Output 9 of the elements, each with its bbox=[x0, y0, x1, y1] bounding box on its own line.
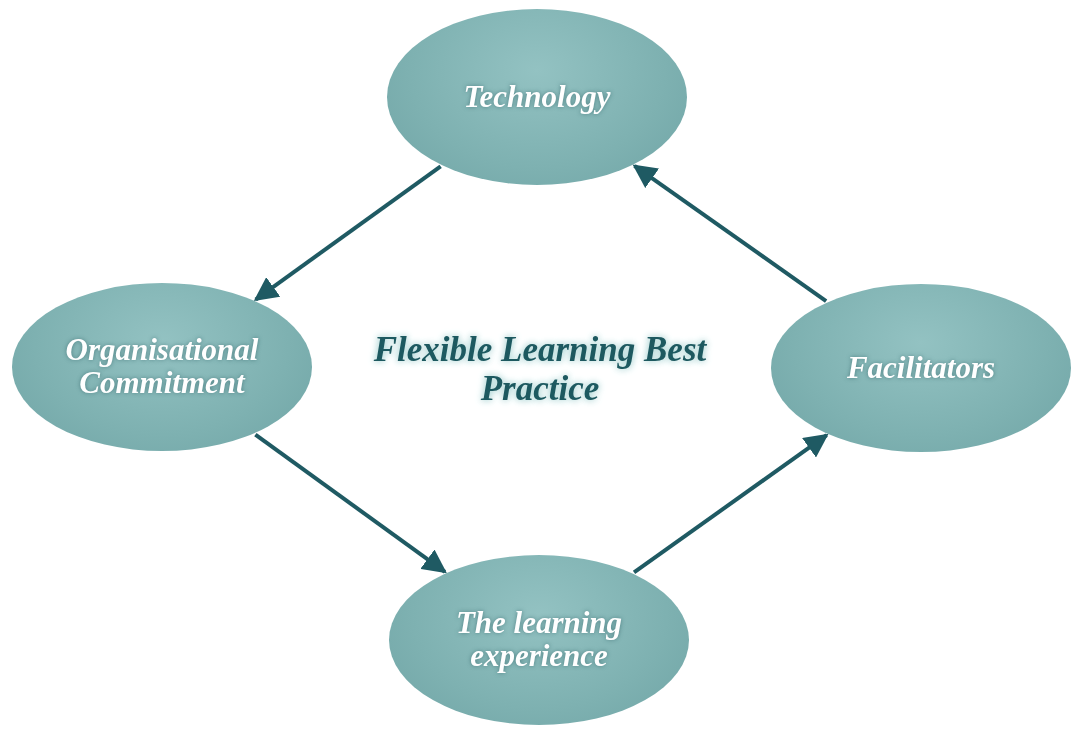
diagram-title: Flexible Learning Best Practice bbox=[372, 330, 708, 409]
node-label: Facilitators bbox=[845, 351, 997, 385]
arrow bbox=[632, 164, 828, 303]
node-label: Organisational Commitment bbox=[64, 334, 260, 400]
node-label: Technology bbox=[462, 80, 612, 114]
node-label: The learning experience bbox=[454, 607, 624, 673]
arrow bbox=[632, 433, 829, 574]
arrow bbox=[253, 164, 442, 302]
arrow bbox=[254, 433, 447, 574]
